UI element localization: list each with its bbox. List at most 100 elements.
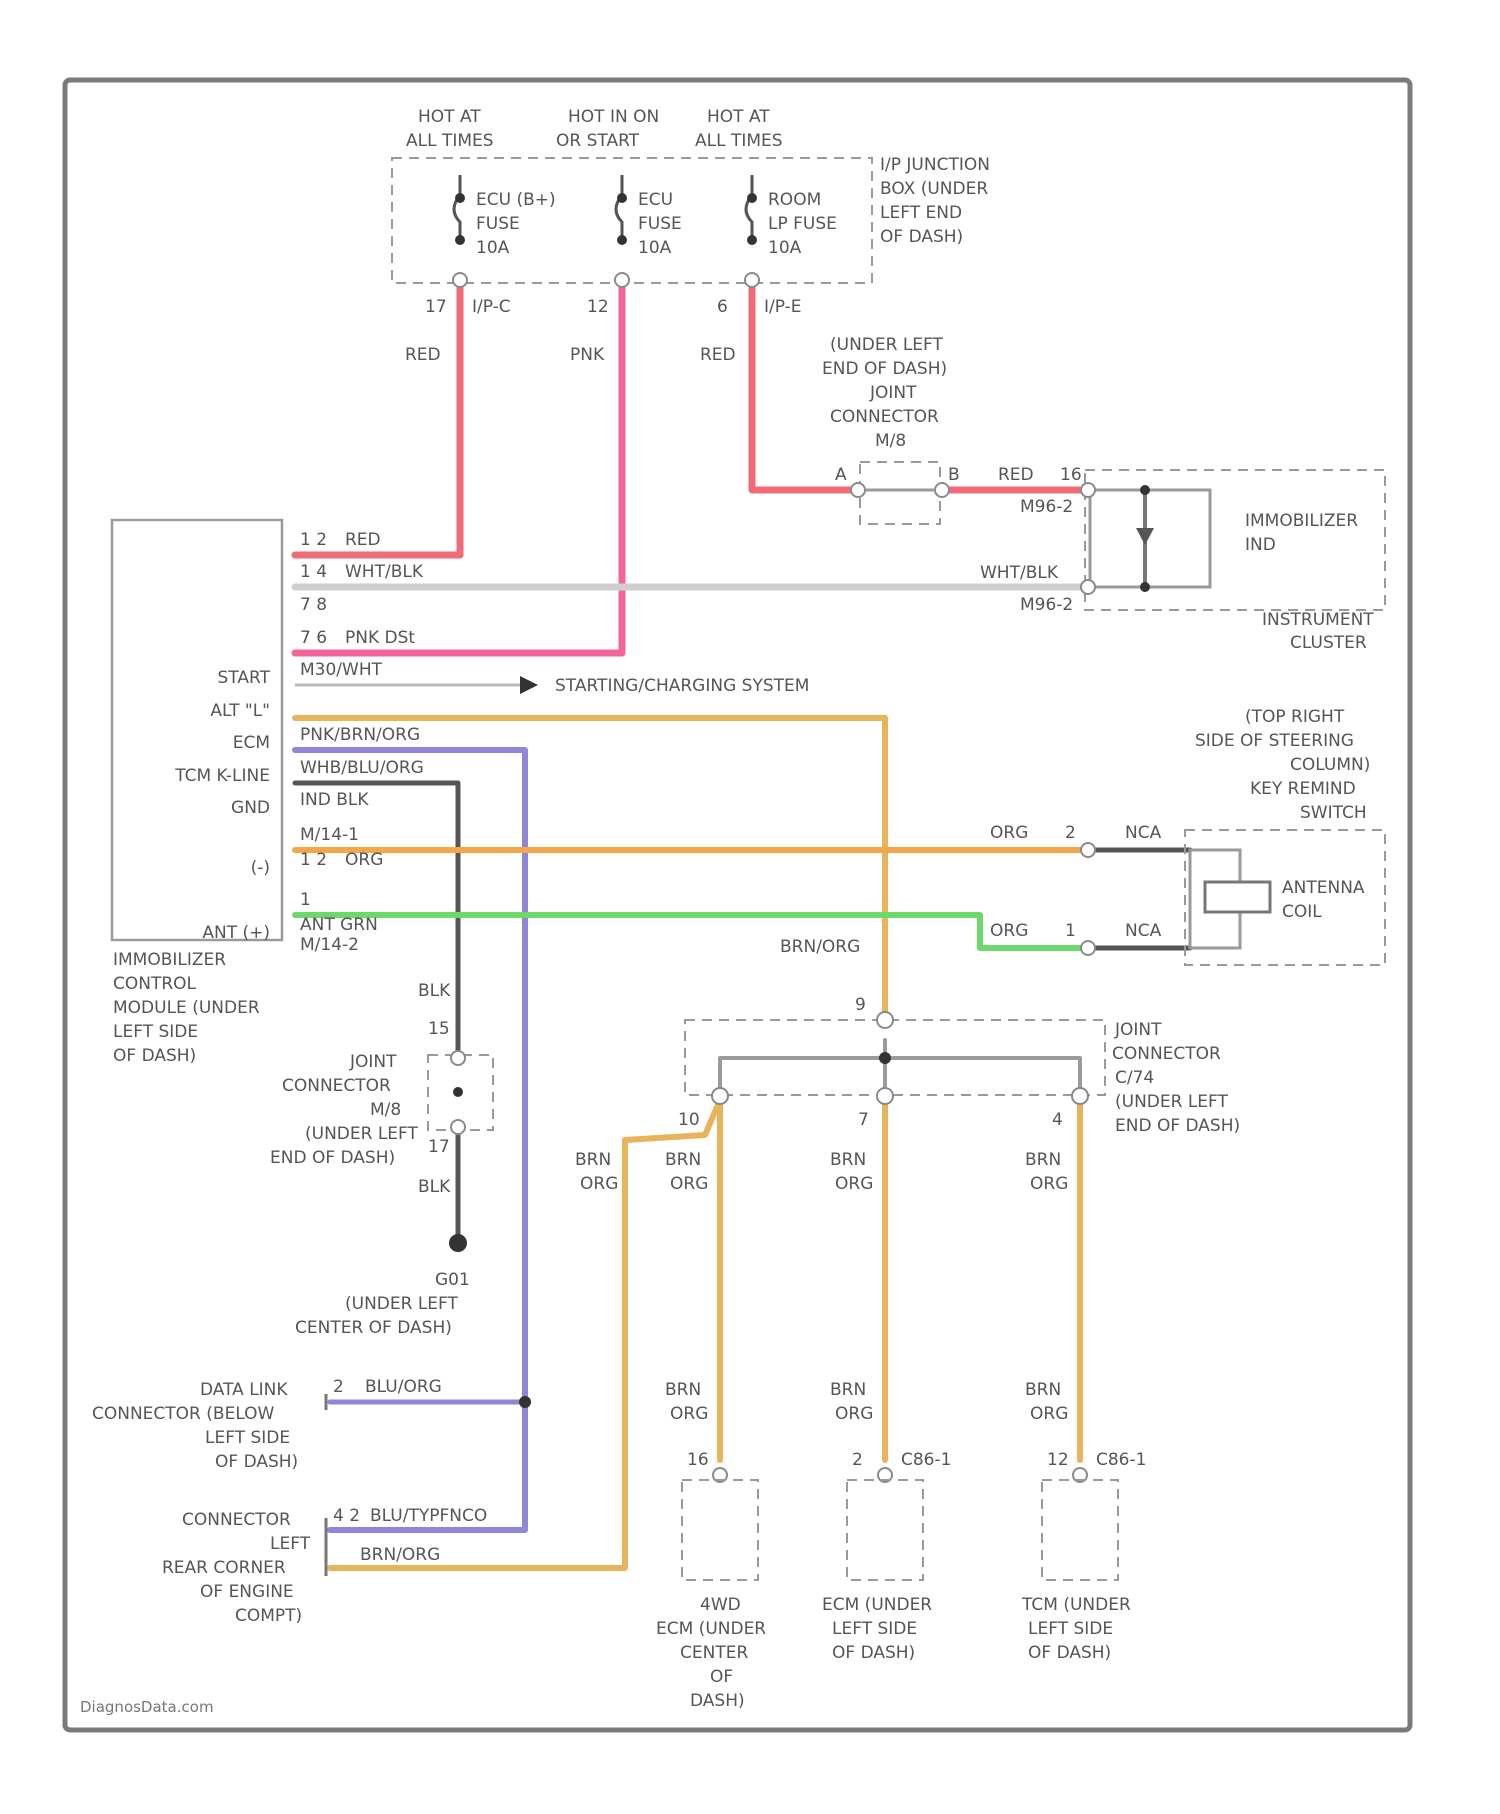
org-label-3: ORG <box>1030 1174 1068 1194</box>
joint-c-label-4: END OF DASH) <box>1115 1116 1240 1136</box>
brn-label-6: BRN <box>1025 1380 1061 1400</box>
joint-m-bottom-node <box>453 1087 463 1097</box>
fuse-header-1-0: HOT IN ON <box>568 107 659 127</box>
joint-c-pin-left-label: 10 <box>678 1110 700 1130</box>
joint-m-bottom-label-0: JOINT <box>349 1052 397 1072</box>
dlc-wire: BLU/ORG <box>365 1377 442 1397</box>
module-pin-num-11: 1 <box>300 890 311 910</box>
module-pin-wire-8: IND BLK <box>300 790 369 810</box>
fuse-node-bottom-0 <box>455 235 465 245</box>
module-label-3: LEFT SIDE <box>113 1022 198 1042</box>
fuse-node-bottom-1 <box>617 235 627 245</box>
joint-c-pin-right-label: 4 <box>1052 1110 1063 1130</box>
junction-box-label-2: LEFT END <box>880 203 962 223</box>
module-label-2: MODULE (UNDER <box>113 998 260 1018</box>
fuse-node-top-1 <box>617 193 627 203</box>
module-pin-label-6: ECM <box>233 733 270 753</box>
module-label-1-1: LEFT SIDE <box>832 1619 917 1639</box>
antenna-loc-label-2: COLUMN) <box>1290 755 1370 775</box>
module-label-2-0: TCM (UNDER <box>1021 1595 1131 1615</box>
joint-c-pin-right <box>1072 1088 1088 1104</box>
module-pin-wire-12: ANT GRN <box>300 915 378 935</box>
joint-m-bottom-label-3: (UNDER LEFT <box>305 1124 419 1144</box>
antenna-coil-body <box>1205 882 1270 912</box>
dlc-label-1: CONNECTOR (BELOW <box>92 1404 275 1424</box>
fuse-pin-1 <box>615 273 629 287</box>
module-pin-conn-label-2: C86-1 <box>1096 1450 1146 1470</box>
wire-label-red-3: RED <box>998 465 1034 485</box>
module-pin-label-5: ALT "L" <box>210 701 270 721</box>
brn-label-2: BRN <box>830 1150 866 1170</box>
module-label-1-2: OF DASH) <box>832 1643 915 1663</box>
fuse-header-0-1: ALL TIMES <box>406 131 494 151</box>
dlc-label-3: OF DASH) <box>215 1452 298 1472</box>
immobilizer-ind-conn-top: M96-2 <box>1020 497 1073 517</box>
joint-m-top-pin-b <box>935 483 949 497</box>
module-pin-wire-13: M/14-2 <box>300 935 359 955</box>
fuse-header-1-1: OR START <box>556 131 640 151</box>
module-pin-wire-6: PNK/BRN/ORG <box>300 725 420 745</box>
fuse-pin-num-0: 17 <box>425 297 447 317</box>
joint-c-pin-mid <box>877 1088 893 1104</box>
immobilizer-ind-conn-bottom: M96-2 <box>1020 595 1073 615</box>
joint-m-top-pin-b-label: B <box>948 465 960 485</box>
joint-m-top-pin-a <box>851 483 865 497</box>
engine-connector-label-0: CONNECTOR <box>182 1510 291 1530</box>
joint-c-node <box>879 1052 891 1064</box>
joint-m-bottom-pin-top: 15 <box>428 1019 450 1039</box>
module-label-2-1: LEFT SIDE <box>1028 1619 1113 1639</box>
joint-c-pin-left <box>712 1088 728 1104</box>
module-pin-wire-7: WHB/BLU/ORG <box>300 758 424 778</box>
org-label-6: ORG <box>1030 1404 1068 1424</box>
org-label-4: ORG <box>670 1404 708 1424</box>
starting-system-label: STARTING/CHARGING SYSTEM <box>555 676 809 696</box>
joint-m-top-label-3: CONNECTOR <box>830 407 939 427</box>
joint-m-bottom-pin-bottom: 17 <box>428 1137 450 1157</box>
module-pin-num-0: 1 2 <box>300 530 327 550</box>
nca-label-top: NCA <box>1125 823 1162 843</box>
fuse-header-0-0: HOT AT <box>418 107 481 127</box>
joint-m-top-label-1: END OF DASH) <box>822 359 947 379</box>
brn-label-1: BRN <box>665 1150 701 1170</box>
engine-connector-label-3: OF ENGINE <box>200 1582 294 1602</box>
fuse-label-1-2: 10A <box>638 238 672 258</box>
module-pin-num-10: 1 2 <box>300 850 327 870</box>
antenna-label-1: COIL <box>1282 902 1322 922</box>
org-label-0: ORG <box>580 1174 618 1194</box>
fuse-node-top-2 <box>747 193 757 203</box>
watermark: DiagnosData.com <box>80 1698 214 1716</box>
module-pin-label-8: GND <box>231 798 270 818</box>
joint-m-top-label-0: (UNDER LEFT <box>830 335 944 355</box>
fuse-label-2-2: 10A <box>768 238 802 258</box>
fuse-label-2-1: LP FUSE <box>768 214 837 234</box>
joint-m-top-pin-a-label: A <box>835 465 847 485</box>
joint-c-pin-top <box>877 1012 893 1028</box>
joint-m-bottom-label-4: END OF DASH) <box>270 1148 395 1168</box>
module-pin-wire-4: M30/WHT <box>300 660 383 680</box>
module-pin-label-7: TCM K-LINE <box>174 766 270 786</box>
immobilizer-ind-label-0: IMMOBILIZER <box>1245 511 1358 531</box>
engine-connector-wire-1: BLU/TYPFNCO <box>370 1506 487 1526</box>
module-label-0-2: CENTER <box>680 1643 748 1663</box>
immobilizer-ind-footer-1: CLUSTER <box>1290 633 1367 653</box>
joint-c-label-1: CONNECTOR <box>1112 1044 1221 1064</box>
module-label-2-2: OF DASH) <box>1028 1643 1111 1663</box>
fuse-node-bottom-2 <box>747 235 757 245</box>
wire-label-wht-blk: WHT/BLK <box>980 563 1059 583</box>
wire-label-red-2: RED <box>700 345 736 365</box>
joint-m-bottom-pin-bottom-circle <box>451 1120 465 1134</box>
engine-connector-label-2: REAR CORNER <box>162 1558 286 1578</box>
module-pin-num-label-2: 12 <box>1047 1450 1069 1470</box>
junction-box-label-0: I/P JUNCTION <box>880 155 990 175</box>
joint-c-label-3: (UNDER LEFT <box>1115 1092 1229 1112</box>
immobilizer-ind-label-1: IND <box>1245 535 1276 555</box>
joint-m-bottom-pin-top-circle <box>451 1051 465 1065</box>
ground-label-1: (UNDER LEFT <box>345 1294 459 1314</box>
module-pin-num-3: 7 6 <box>300 628 327 648</box>
module-pin-conn-label-1: C86-1 <box>901 1450 951 1470</box>
engine-connector-label-4: COMPT) <box>235 1606 302 1626</box>
module-pin-num-1: 1 4 <box>300 562 327 582</box>
wire-label-brn-org-mid: BRN/ORG <box>780 937 860 957</box>
module-label-1: CONTROL <box>113 974 197 994</box>
